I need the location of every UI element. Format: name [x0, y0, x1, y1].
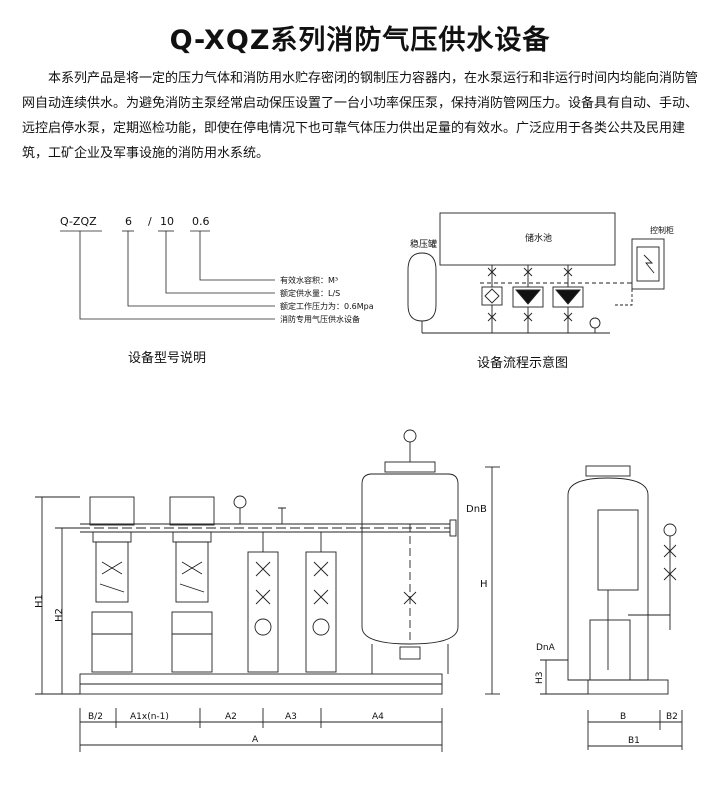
stabilizer-pump-1	[247, 532, 279, 673]
model-code-diagram: Q-ZQZ 6 / 10 0.6 有效水容积：M³ 额定供水量：L/S 额定工作…	[60, 215, 374, 324]
model-code-flow: 10	[160, 215, 174, 228]
svg-text:B2: B2	[666, 712, 678, 722]
flow-caption: 设备流程示意图	[477, 356, 569, 371]
dimension-a-row: B/2 A1x(n-1) A2 A3 A4 A	[79, 708, 443, 752]
svg-text:H: H	[480, 579, 488, 590]
main-pump-1	[89, 496, 135, 673]
svg-text:H3: H3	[535, 672, 545, 685]
dim-dnb: DnB	[466, 504, 487, 515]
main-pump-2	[169, 496, 215, 673]
side-elevation-drawing: DnA H3 B B2 B1	[535, 465, 683, 750]
pressure-gauge	[589, 317, 601, 329]
pressure-tank	[407, 252, 437, 322]
svg-text:A2: A2	[225, 712, 237, 722]
side-pump-motor	[597, 509, 639, 591]
front-pressure-gauge	[233, 495, 247, 509]
control-cabinet	[631, 238, 665, 290]
stabilizer-pump-2	[305, 532, 337, 673]
model-desc-volume: 有效水容积：M³	[280, 275, 338, 285]
storage-pool	[439, 212, 616, 266]
pressure-vessel	[361, 429, 459, 674]
model-code-prefix: Q-ZQZ	[60, 215, 97, 228]
flow-diagram: 储水池 稳压罐 控制柜	[407, 212, 674, 334]
dimension-h1-h2: H1 H2	[34, 496, 80, 695]
model-code-separator: /	[148, 215, 152, 228]
dim-dna: DnA	[536, 643, 556, 653]
model-desc-flow: 额定供水量：L/S	[280, 288, 340, 298]
svg-text:A4: A4	[372, 712, 384, 722]
svg-text:B/2: B/2	[88, 712, 103, 722]
control-cabinet-label: 控制柜	[650, 225, 674, 235]
model-desc-type: 消防专用气压供水设备	[280, 314, 360, 324]
front-elevation-drawing: DnB H H1 H2 B/2 A1x(n-1) A2 A3 A4 A	[34, 429, 500, 752]
storage-pool-label: 储水池	[525, 232, 552, 244]
svg-text:B1: B1	[628, 736, 640, 746]
svg-text:A3: A3	[285, 712, 297, 722]
model-code-volume: 0.6	[192, 215, 210, 228]
pressure-tank-label: 稳压罐	[410, 238, 437, 250]
side-vessel	[567, 477, 649, 681]
intro-paragraph: 本系列产品是将一定的压力气体和消防用水贮存密闭的钢制压力容器内，在水泵运行和非运…	[22, 71, 699, 161]
model-desc-pressure: 额定工作压力为：0.6Mpa	[280, 301, 374, 311]
svg-text:H1: H1	[34, 594, 45, 608]
header-pipe	[80, 519, 457, 537]
flow-valves	[487, 265, 573, 333]
svg-text:A1x(n-1): A1x(n-1)	[130, 712, 169, 722]
dimension-h: H	[480, 466, 500, 695]
model-code-pressure: 6	[125, 215, 132, 228]
page-title: Q-XQZ系列消防气压供水设备	[169, 25, 551, 56]
svg-text:A: A	[252, 735, 259, 745]
svg-text:H2: H2	[54, 608, 65, 622]
svg-text:B: B	[620, 712, 626, 722]
model-caption: 设备型号说明	[128, 351, 207, 366]
